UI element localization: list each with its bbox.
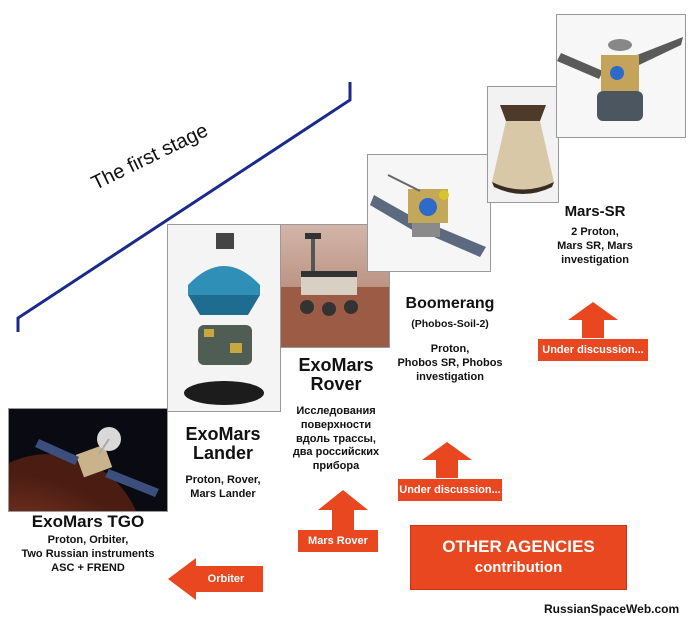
orbiter-arrow [168, 558, 263, 600]
exomars-tgo-title: ExoMars TGO [31, 512, 145, 531]
exomars-tgo-desc: Proton, Orbiter, Two Russian instruments… [21, 534, 155, 574]
exomars-lander-desc: Proton, Rover, Mars Lander [185, 474, 261, 500]
boomerang-subtitle: (Phobos-Soil-2) [411, 318, 489, 330]
exomars-rover-image [280, 224, 390, 348]
mars-sr-capsule-image [487, 86, 559, 203]
under-discussion-1-tag: Under discussion... [398, 479, 502, 501]
exomars-rover-title: ExoMars Rover [298, 355, 374, 394]
credit-text: RussianSpaceWeb.com [544, 602, 680, 616]
exomars-tgo-image [8, 408, 168, 512]
exomars-lander-image [167, 224, 281, 412]
mars-sr-spacecraft-image [556, 14, 686, 138]
other-agencies-box: OTHER AGENCIES contribution [410, 525, 627, 590]
mars-rover-up-arrow [318, 490, 368, 530]
other-agencies-line1: OTHER AGENCIES [442, 537, 595, 556]
mars-sr-desc: 2 Proton, Mars SR, Mars investigation [557, 226, 633, 266]
boomerang-desc: Proton, Phobos SR, Phobos investigation [397, 343, 503, 383]
boomerang-title: Boomerang [405, 295, 495, 312]
exomars-lander-title: ExoMars Lander [185, 424, 261, 463]
mars-rover-tag: Mars Rover [298, 530, 378, 552]
exomars-rover-desc: Исследования поверхности вдоль трассы, д… [292, 405, 380, 472]
under-discussion-2-tag: Under discussion... [538, 339, 648, 361]
under-discussion-1-up-arrow [422, 442, 472, 478]
mars-sr-title: Mars-SR [564, 203, 626, 220]
boomerang-image [367, 154, 491, 272]
under-discussion-2-up-arrow [568, 302, 618, 338]
orbiter-tag: Orbiter [207, 573, 245, 585]
other-agencies-line2: contribution [474, 559, 563, 576]
